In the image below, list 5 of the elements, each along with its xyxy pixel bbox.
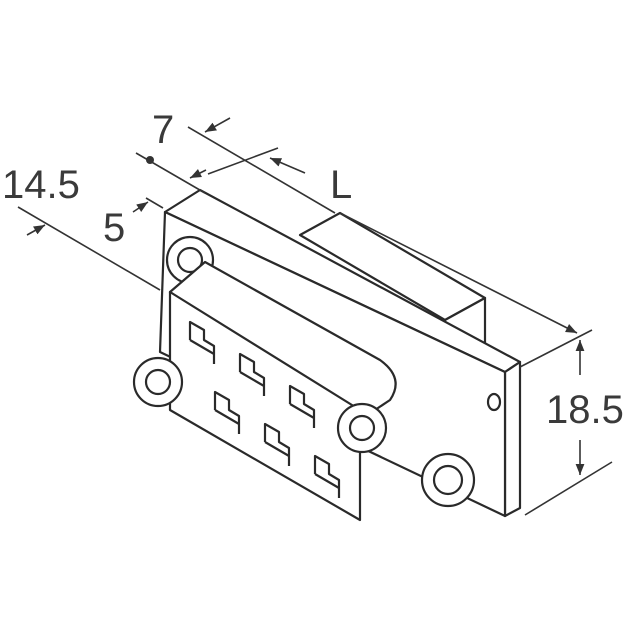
dimension-label: 5 [103,208,126,248]
dimension-label: 14.5 [2,165,80,205]
dimension-label: L [330,165,352,205]
dimension-label: 18.5 [546,390,624,430]
dimension-label: 7 [152,110,174,150]
